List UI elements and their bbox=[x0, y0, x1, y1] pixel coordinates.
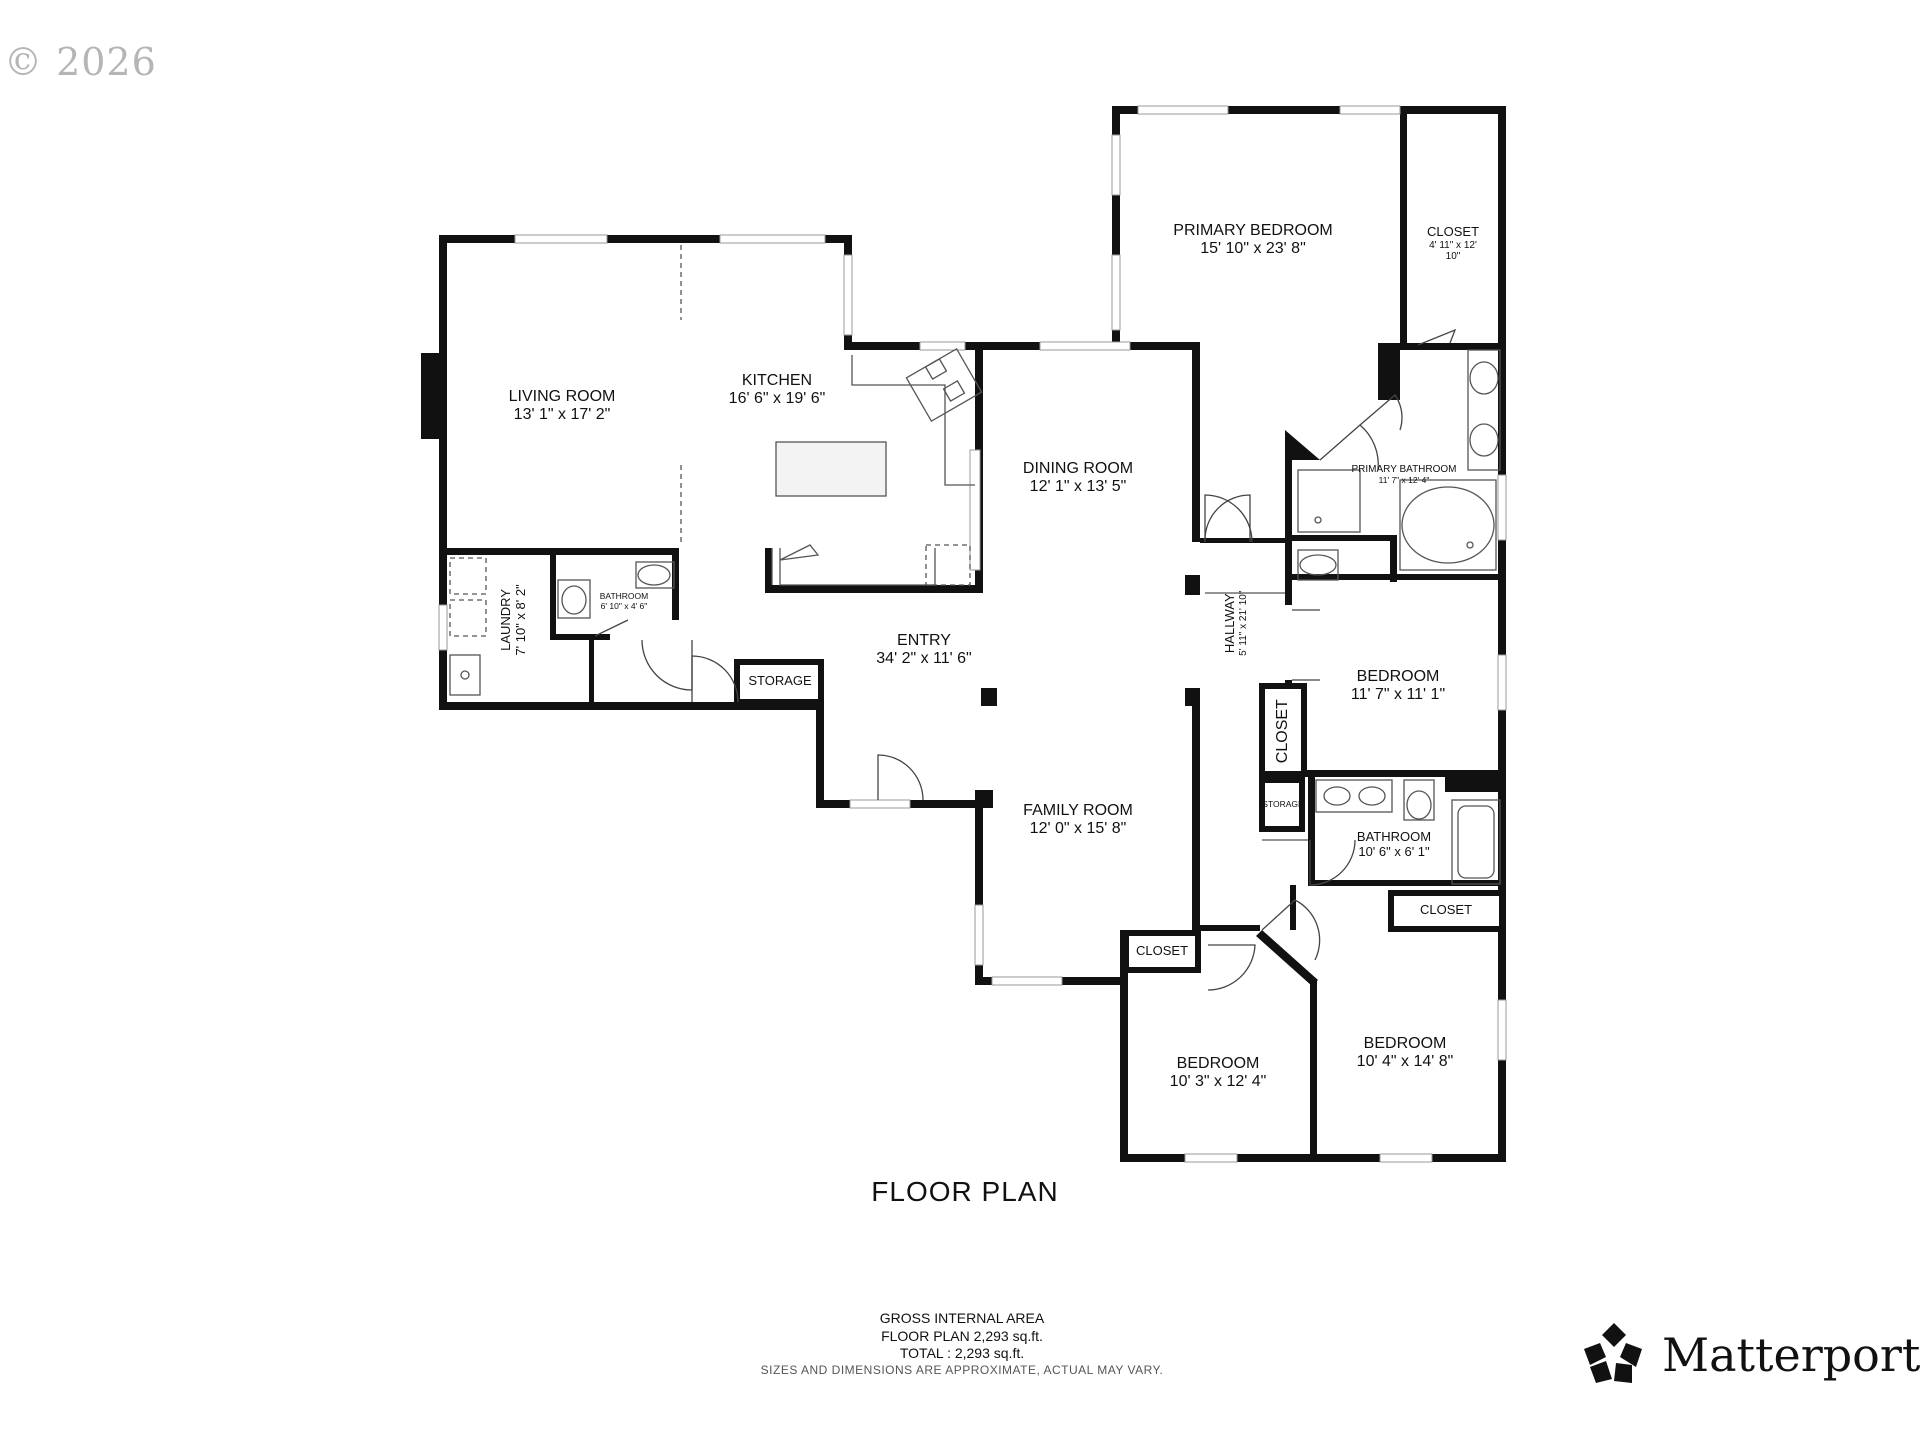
doors bbox=[594, 328, 1457, 991]
room-name: STORAGE bbox=[748, 673, 812, 688]
room-dims: 16' 6" x 19' 6" bbox=[728, 390, 826, 408]
room-label-bedroom-4: BEDROOM 10' 4" x 14' 8" bbox=[1357, 1035, 1454, 1072]
room-label-entry: ENTRY 34' 2" x 11' 6" bbox=[876, 632, 971, 669]
brand-name: Matterport® bbox=[1662, 1328, 1920, 1382]
room-name: BEDROOM bbox=[1363, 1035, 1447, 1052]
room-dims: 5' 11" x 21' 10" bbox=[1237, 590, 1249, 656]
room-label-living-room: LIVING ROOM 13' 1" x 17' 2" bbox=[509, 388, 616, 425]
gross-area-block: GROSS INTERNAL AREA FLOOR PLAN 2,293 sq.… bbox=[761, 1310, 1164, 1378]
room-name: HALLWAY bbox=[1221, 593, 1237, 654]
room-label-closet-bed4: CLOSET bbox=[1419, 902, 1473, 918]
room-name: CLOSET bbox=[1273, 699, 1291, 764]
room-label-bathroom-hall: BATHROOM 10' 6" x 6' 1" bbox=[1356, 829, 1432, 860]
room-dims: 15' 10" x 23' 8" bbox=[1200, 240, 1306, 258]
room-dims: 12' 0" x 15' 8" bbox=[1029, 820, 1127, 838]
matterport-logo-icon bbox=[1584, 1323, 1642, 1383]
room-label-bedroom-3: BEDROOM 10' 3" x 12' 4" bbox=[1170, 1055, 1267, 1092]
room-label-closet-vertical: CLOSET bbox=[1274, 699, 1292, 763]
area-total: TOTAL : 2,293 sq.ft. bbox=[899, 1345, 1025, 1361]
brand-name-text: Matterport bbox=[1662, 1328, 1920, 1382]
room-dims: 11' 7" x 11' 1" bbox=[1350, 686, 1446, 704]
room-dims: 6' 10" x 4' 6" bbox=[600, 600, 648, 611]
room-label-storage-entry: STORAGE bbox=[748, 673, 812, 689]
room-label-laundry: LAUNDRY 7' 10" x 8' 2" bbox=[498, 584, 529, 656]
room-name: CLOSET bbox=[1135, 943, 1189, 958]
room-name: BATHROOM bbox=[599, 591, 649, 601]
room-name: PRIMARY BEDROOM bbox=[1173, 222, 1333, 239]
copyright-watermark: © 2026 bbox=[4, 40, 157, 84]
room-name: LIVING ROOM bbox=[508, 388, 616, 405]
room-label-bathroom-small: BATHROOM 6' 10" x 4' 6" bbox=[599, 591, 649, 612]
room-label-closet-primary: CLOSET 4' 11" x 12' 10" bbox=[1426, 224, 1480, 263]
room-name: PRIMARY BATHROOM bbox=[1351, 464, 1457, 475]
room-dims: 11' 7" x 12' 4" bbox=[1378, 474, 1430, 485]
windows bbox=[438, 105, 1507, 1163]
room-label-primary-bedroom: PRIMARY BEDROOM 15' 10" x 23' 8" bbox=[1173, 222, 1332, 259]
room-name: BATHROOM bbox=[1356, 829, 1432, 844]
room-label-dining-room: DINING ROOM 12' 1" x 13' 5" bbox=[1023, 460, 1133, 497]
room-name: DINING ROOM bbox=[1022, 460, 1134, 477]
room-label-closet-bed3: CLOSET bbox=[1135, 943, 1189, 959]
room-dims: 10' 4" x 14' 8" bbox=[1356, 1053, 1454, 1071]
room-label-hallway: HALLWAY 5' 11" x 21' 10" bbox=[1221, 590, 1249, 656]
room-dims: 4' 11" x 12' bbox=[1429, 239, 1477, 251]
room-name: CLOSET bbox=[1419, 902, 1473, 917]
room-name: BEDROOM bbox=[1356, 668, 1440, 685]
floor-plan-title: FLOOR PLAN bbox=[871, 1176, 1059, 1207]
area-heading: GROSS INTERNAL AREA bbox=[879, 1310, 1045, 1326]
room-name: STORAGE bbox=[1262, 799, 1304, 809]
room-dims: 7' 10" x 8' 2" bbox=[513, 584, 528, 656]
room-name: LAUNDRY bbox=[498, 588, 514, 651]
room-label-family-room: FAMILY ROOM 12' 0" x 15' 8" bbox=[1023, 802, 1133, 839]
room-dims: 13' 1" x 17' 2" bbox=[513, 406, 611, 424]
room-name: BEDROOM bbox=[1176, 1055, 1260, 1072]
room-label-primary-bathroom: PRIMARY BATHROOM 11' 7" x 12' 4" bbox=[1351, 464, 1456, 485]
room-label-storage-hall: STORAGE bbox=[1262, 799, 1304, 810]
room-dims: 10' 6" x 6' 1" bbox=[1358, 843, 1430, 859]
room-name: FAMILY ROOM bbox=[1023, 802, 1133, 819]
room-dims: 34' 2" x 11' 6" bbox=[876, 650, 972, 668]
room-dims-cont: 10" bbox=[1445, 251, 1461, 263]
room-name: KITCHEN bbox=[741, 372, 813, 389]
kitchen-island bbox=[775, 441, 887, 497]
area-floor: FLOOR PLAN 2,293 sq.ft. bbox=[881, 1327, 1043, 1344]
room-label-bedroom-2: BEDROOM 11' 7" x 11' 1" bbox=[1351, 668, 1445, 705]
room-dims: 10' 3" x 12' 4" bbox=[1169, 1073, 1267, 1091]
room-name: ENTRY bbox=[897, 632, 951, 649]
matterport-brand: Matterport® bbox=[1580, 1320, 1920, 1390]
room-label-kitchen: KITCHEN 16' 6" x 19' 6" bbox=[729, 372, 826, 409]
area-disclaimer: SIZES AND DIMENSIONS ARE APPROXIMATE, AC… bbox=[760, 1362, 1164, 1377]
room-dims: 12' 1" x 13' 5" bbox=[1029, 478, 1127, 496]
room-name: CLOSET bbox=[1426, 224, 1480, 239]
fixtures bbox=[449, 245, 1501, 885]
